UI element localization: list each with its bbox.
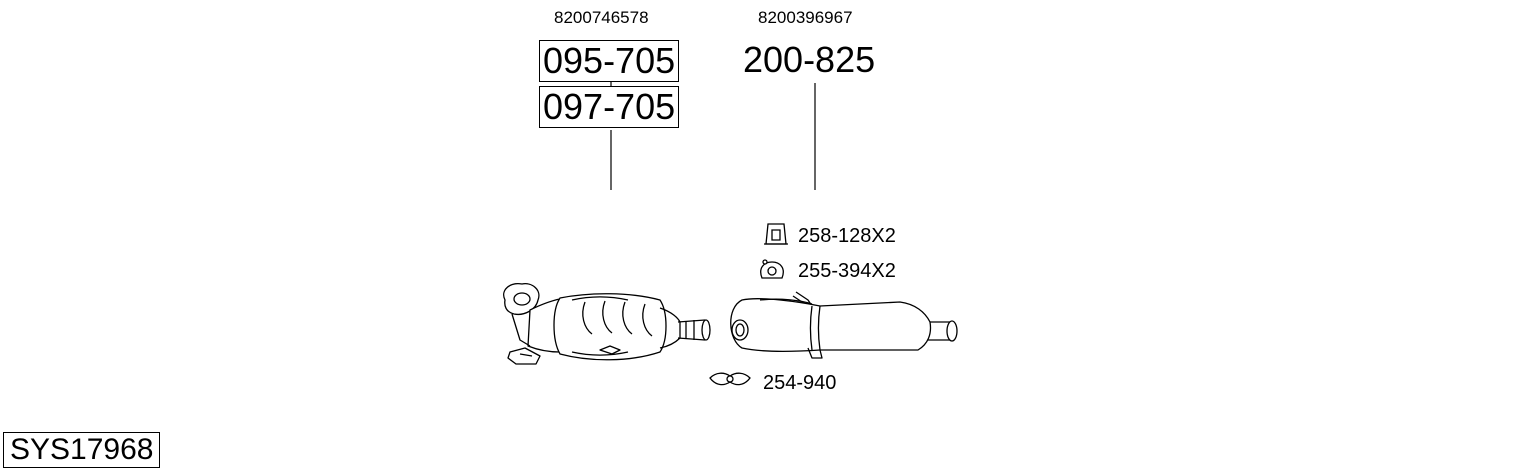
dpf-drawing xyxy=(503,283,711,365)
silencer-drawing xyxy=(730,291,958,359)
accessory-label-clamp[interactable]: 254-940 xyxy=(763,372,837,394)
rubber-mount-icon xyxy=(760,259,784,279)
rubber-hanger-icon xyxy=(764,223,788,245)
clamp-icon xyxy=(709,372,751,386)
system-code: SYS17968 xyxy=(3,432,161,468)
part-number-095-705[interactable]: 095-705 xyxy=(539,40,680,82)
oem-number-dpf: 8200746578 xyxy=(554,8,649,27)
part-number-097-705[interactable]: 097-705 xyxy=(539,86,680,128)
oem-number-silencer: 8200396967 xyxy=(758,8,853,27)
part-number-200-825[interactable]: 200-825 xyxy=(743,39,876,80)
accessory-label-hanger[interactable]: 258-128X2 xyxy=(798,225,896,247)
accessory-label-mount[interactable]: 255-394X2 xyxy=(798,260,896,282)
